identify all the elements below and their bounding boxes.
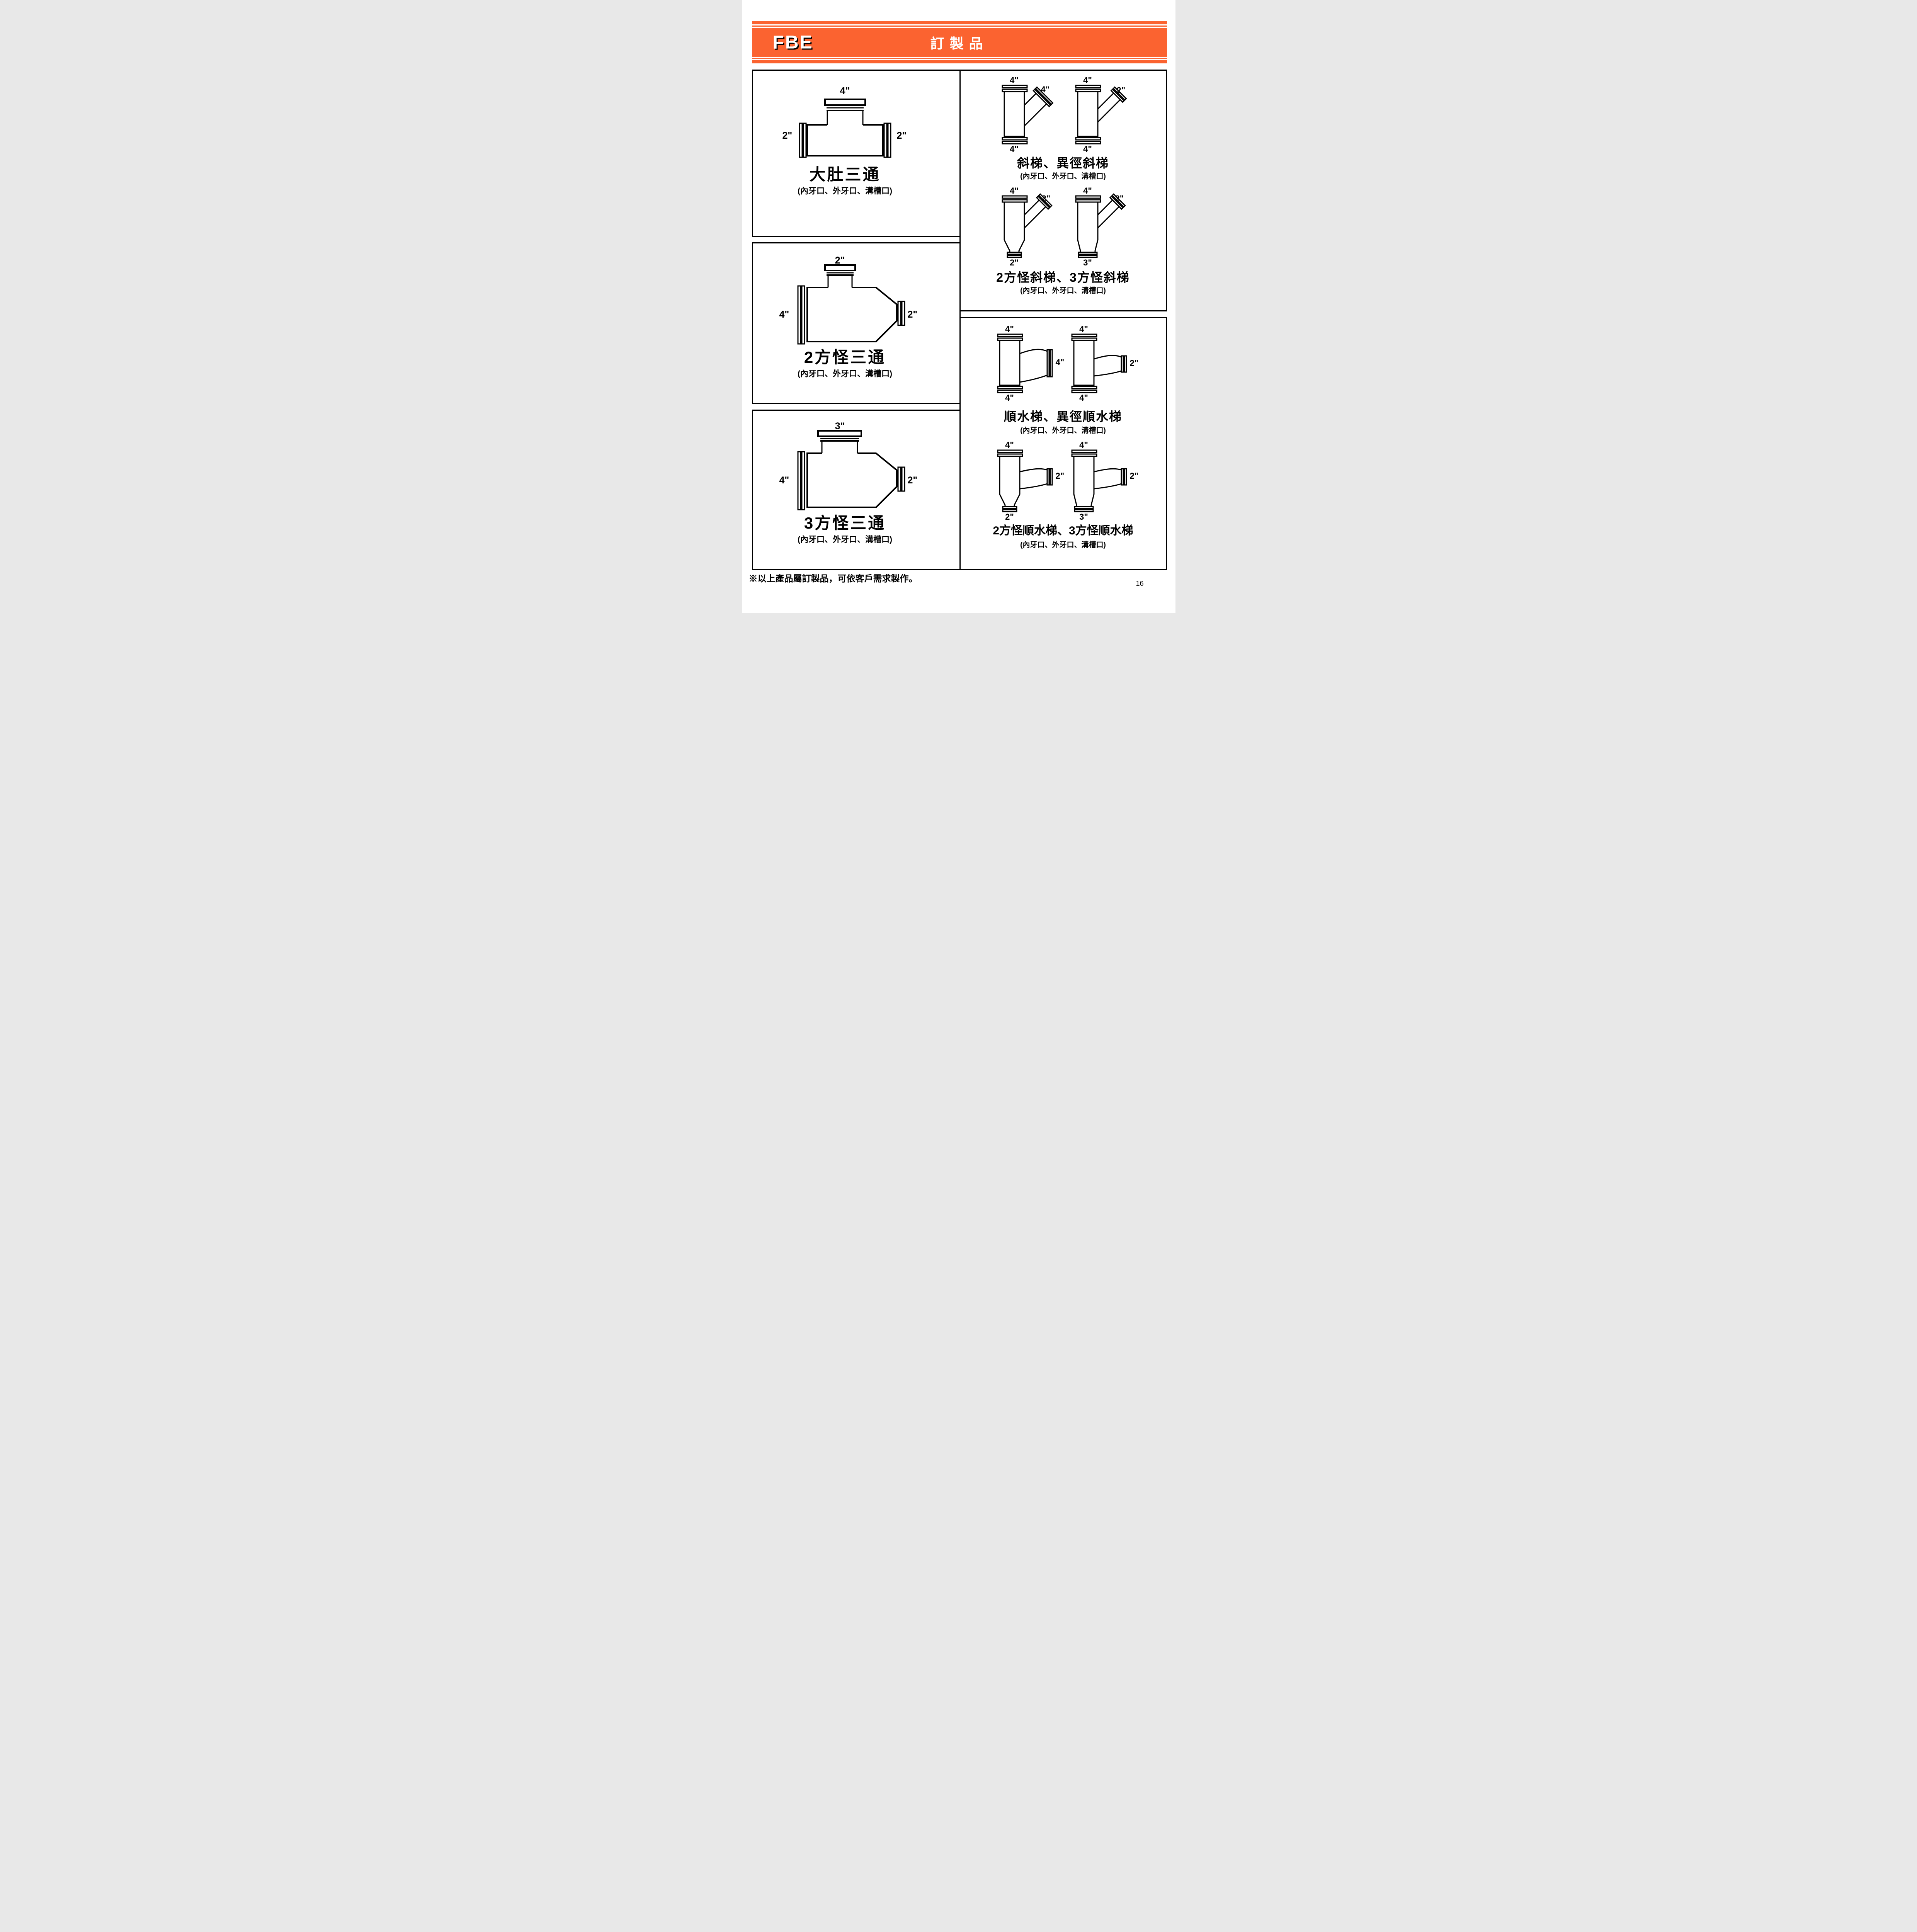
swept-drawing (997, 333, 1053, 393)
odd-lateral-drawing (1075, 193, 1126, 258)
fitting-title: 2方怪順水梯、3方怪順水梯 (993, 524, 1133, 537)
pipe-size-label: 3" (1083, 258, 1092, 267)
header-stripe-thin-bottom (752, 58, 1167, 59)
pipe-size-label: 4" (840, 85, 850, 96)
pipe-size-label: 2" (1041, 194, 1051, 203)
pipe-size-label: 4" (1079, 393, 1088, 403)
pipe-size-label: 3" (1079, 512, 1088, 522)
2way-odd-swept-diagram: 4" 2" 2" (982, 440, 1071, 522)
pipe-size-label: 2" (782, 130, 793, 141)
pipe-size-label: 2" (1116, 85, 1126, 95)
pipe-size-label: 4" (779, 309, 789, 320)
fitting-subtitle: (內牙口、外牙口、溝槽口) (1020, 287, 1106, 295)
pipe-size-label: 4" (1005, 393, 1014, 403)
3way-odd-swept-diagram: 4" 2" 3" (1056, 440, 1145, 522)
pipe-size-label: 2" (907, 475, 918, 486)
pipe-size-label: 4" (1079, 324, 1088, 334)
pipe-size-label: 4" (1005, 440, 1014, 450)
2way-odd-tee-diagram: 2" 4" 2" (775, 255, 923, 349)
swept-branch-diagram: 4" 4" 4" (982, 324, 1071, 403)
catalog-page: FBE 訂製品 4" 2" 2" 大肚三通 (內牙口、外牙口、溝槽口) (742, 0, 1175, 613)
header-band: FBE 訂製品 (752, 28, 1167, 57)
pipe-size-label: 4" (1083, 144, 1092, 154)
pipe-size-label: 2" (835, 255, 845, 266)
pipe-size-label: 2" (1129, 358, 1139, 368)
big-belly-tee-diagram: 4" 2" 2" (779, 85, 918, 167)
cell-3way-odd-tee: 3" 4" 2" 3方怪三通 (內牙口、外牙口、溝槽口) (752, 410, 961, 570)
reducing-swept-branch-diagram: 4" 2" 4" (1056, 324, 1145, 403)
pipe-size-label: 4" (1055, 357, 1065, 367)
fitting-title: 斜梯、異徑斜梯 (1017, 156, 1109, 170)
pipe-size-label: 2" (1115, 194, 1124, 203)
cell-big-belly-tee: 4" 2" 2" 大肚三通 (內牙口、外牙口、溝槽口) (752, 70, 961, 237)
odd-tee-drawing (797, 430, 905, 510)
fitting-subtitle: (內牙口、外牙口、溝槽口) (1020, 541, 1106, 549)
pipe-size-label: 4" (1010, 144, 1019, 154)
pipe-size-label: 4" (1079, 440, 1088, 450)
pipe-size-label: 4" (1041, 85, 1050, 94)
pipe-size-label: 4" (779, 475, 789, 486)
fitting-title: 順水梯、異徑順水梯 (1004, 410, 1122, 423)
odd-swept-drawing (997, 449, 1053, 512)
pipe-size-label: 4" (1083, 186, 1092, 196)
pipe-size-label: 4" (1083, 75, 1092, 85)
odd-swept-drawing (1071, 449, 1127, 512)
reducing-lateral-diagram: 4" 2" 4" (1060, 75, 1141, 154)
pipe-size-label: 2" (1010, 258, 1019, 267)
fitting-title: 3方怪三通 (804, 514, 886, 532)
pipe-size-label: 4" (1005, 324, 1014, 334)
footer-note: ※以上產品屬訂製品，可依客戶需求製作。 (748, 573, 918, 583)
header-stripe-thick-bottom (752, 60, 1167, 63)
pipe-size-label: 2" (1055, 471, 1065, 481)
3way-odd-tee-diagram: 3" 4" 2" (775, 421, 923, 515)
brand-logo-text: FBE (772, 32, 813, 53)
fitting-title: 2方怪斜梯、3方怪斜梯 (996, 270, 1130, 284)
page-number: 16 (1136, 580, 1144, 587)
odd-lateral-drawing (1002, 193, 1053, 258)
swept-drawing (1071, 333, 1127, 393)
pipe-size-label: 2" (907, 309, 918, 320)
cell-2way-odd-tee: 2" 4" 2" 2方怪三通 (內牙口、外牙口、溝槽口) (752, 242, 961, 404)
pipe-size-label: 2" (896, 130, 907, 141)
fitting-subtitle: (內牙口、外牙口、溝槽口) (1020, 172, 1106, 180)
lateral-diagram: 4" 4" 4" (987, 75, 1068, 154)
fitting-subtitle: (內牙口、外牙口、溝槽口) (798, 535, 892, 544)
pipe-size-label: 3" (835, 421, 845, 432)
cell-swept-branches: 4" 4" 4" 4" 2" 4" 順水梯、異徑順水梯 (內牙口、外牙口、溝槽口… (959, 317, 1167, 570)
tee-drawing (799, 99, 891, 158)
header-stripe-thin-top (752, 26, 1167, 27)
fitting-subtitle: (內牙口、外牙口、溝槽口) (798, 369, 892, 378)
header-stripe-thick-top (752, 21, 1167, 24)
fitting-title: 2方怪三通 (804, 348, 886, 366)
3way-odd-lateral-diagram: 4" 2" 3" (1060, 186, 1141, 268)
2way-odd-lateral-diagram: 4" 2" 2" (987, 186, 1068, 268)
pipe-size-label: 2" (1005, 512, 1014, 522)
pipe-size-label: 2" (1129, 471, 1139, 481)
odd-tee-drawing (797, 264, 905, 345)
pipe-size-label: 4" (1010, 186, 1019, 196)
fitting-subtitle: (內牙口、外牙口、溝槽口) (1020, 427, 1106, 435)
lateral-drawing (1075, 85, 1127, 145)
cell-laterals: 4" 4" 4" 4" 2" 4" 斜梯、異徑 (959, 70, 1167, 311)
page-title: 訂製品 (930, 35, 988, 51)
lateral-drawing (1002, 85, 1054, 145)
pipe-size-label: 4" (1010, 75, 1019, 85)
fitting-subtitle: (內牙口、外牙口、溝槽口) (798, 187, 892, 196)
fitting-title: 大肚三通 (809, 165, 881, 184)
